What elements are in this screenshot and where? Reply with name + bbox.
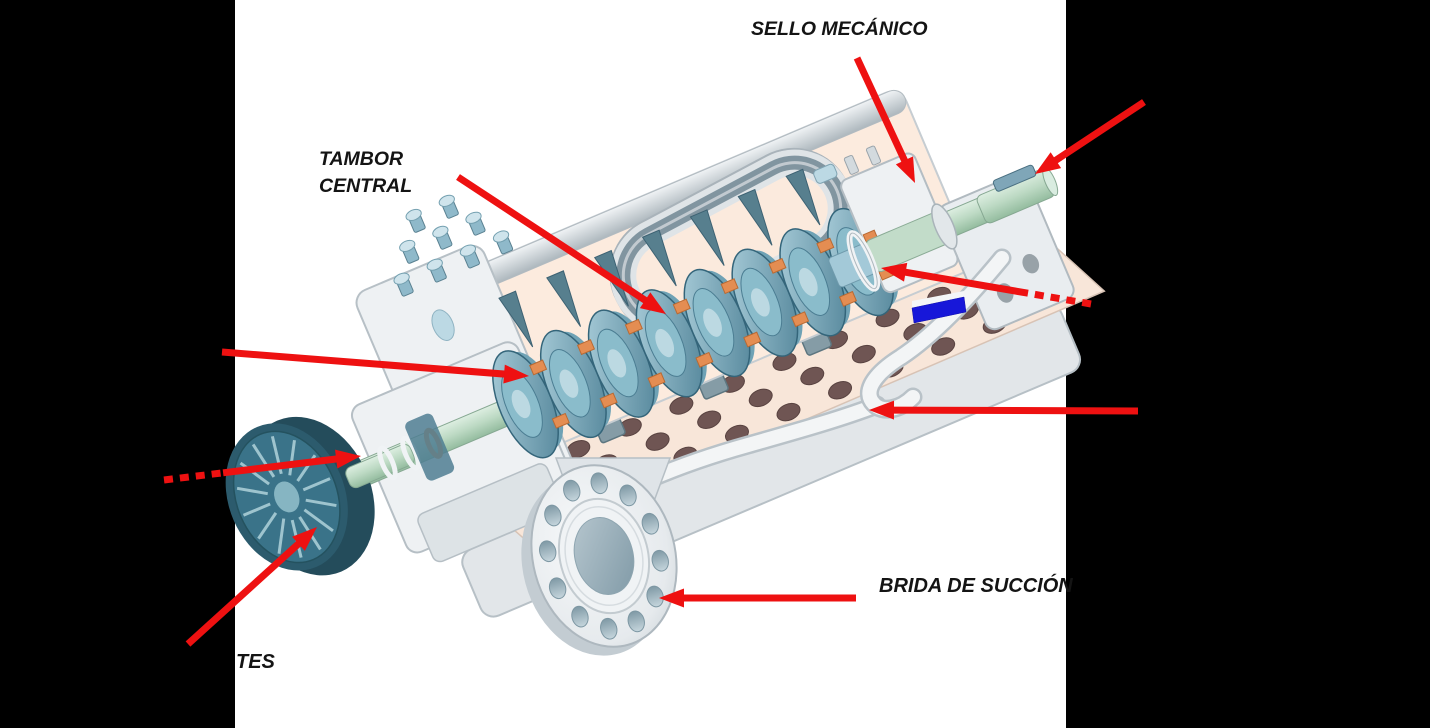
label-tambor-central: TAMBOR CENTRAL [319,148,413,197]
label-cojinetes-partial: TES [236,651,275,673]
label-sello-mecanico: SELLO MECÁNICO [751,18,928,40]
slide-area [235,0,1066,728]
label-brida-de-succion: BRIDA DE SUCCIÓN [879,575,1073,597]
